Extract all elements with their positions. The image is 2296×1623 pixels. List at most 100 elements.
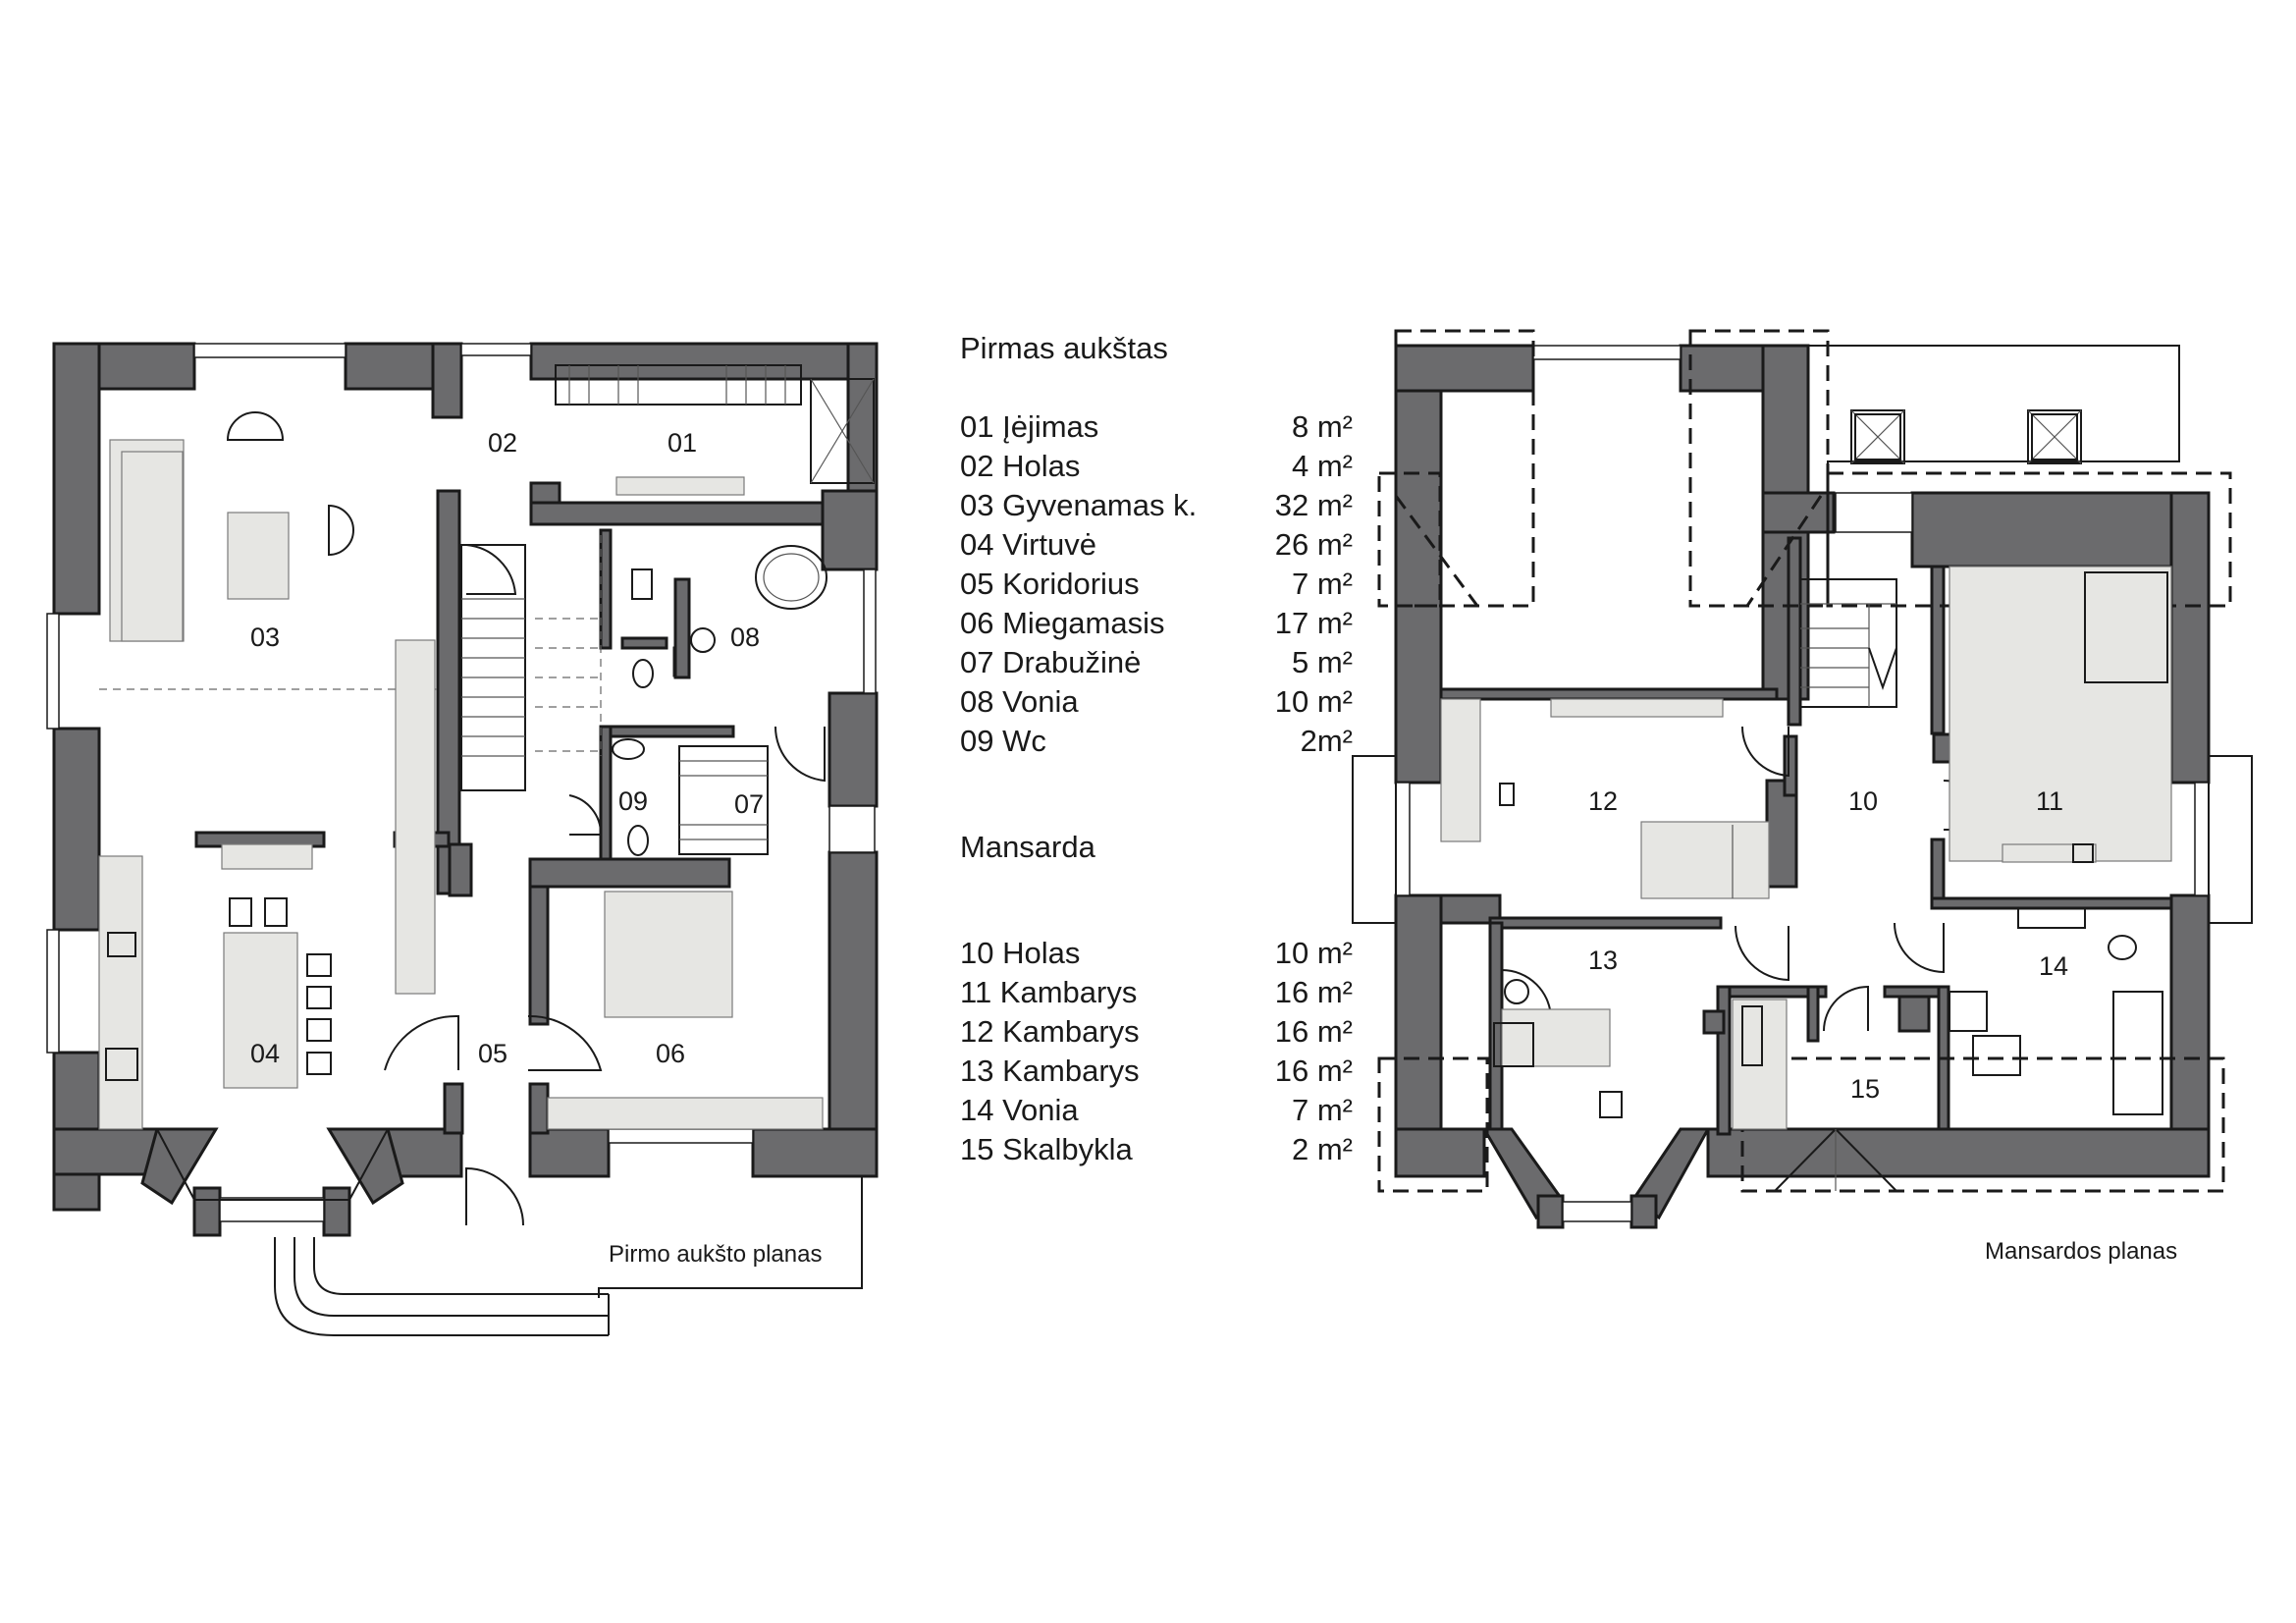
- room-area: 16 m²: [1274, 975, 1353, 1009]
- list-item: 05 Koridorius 7 m²: [960, 565, 1353, 604]
- room-label: 05 Koridorius: [960, 567, 1140, 601]
- room-area: 7 m²: [1292, 1093, 1353, 1127]
- room-label: 09 Wc: [960, 724, 1046, 758]
- room-number: 04: [250, 1039, 280, 1068]
- room-number: 12: [1588, 786, 1618, 816]
- list-item: 12 Kambarys 16 m²: [960, 1012, 1353, 1052]
- list-item: 02 Holas 4 m²: [960, 447, 1353, 486]
- room-number: 02: [488, 428, 517, 458]
- attic-plan: 10 11 12 13 14 15 Mansardos planas: [1352, 329, 2253, 1265]
- attic-legend-heading: Mansarda: [960, 830, 1095, 864]
- room-number: 06: [656, 1039, 685, 1068]
- door-swing: [1894, 922, 1945, 974]
- room-label: 10 Holas: [960, 936, 1081, 970]
- list-item: 10 Holas 10 m²: [960, 934, 1353, 973]
- room-number: 15: [1850, 1074, 1880, 1104]
- room-number: 13: [1588, 946, 1618, 975]
- room-label: 02 Holas: [960, 449, 1081, 483]
- list-item: 07 Drabužinė 5 m²: [960, 643, 1353, 682]
- floor1-room-list: 01 Įėjimas 8 m² 02 Holas 4 m² 03 Gyvenamas…: [960, 407, 1353, 761]
- room-legend: Pirmas aukštas 01 Įėjimas 8 m² 02 Holas 4 …: [960, 329, 1353, 1169]
- room-label: 08 Vonia: [960, 684, 1079, 719]
- room-area: 26 m²: [1274, 527, 1353, 562]
- balcony: [1352, 755, 1397, 924]
- balcony: [2208, 755, 2253, 924]
- room-area: 7 m²: [1292, 567, 1353, 601]
- furniture: [98, 364, 875, 1130]
- door-swing: [384, 1014, 459, 1071]
- stairs: [460, 535, 602, 791]
- room-number: 01: [667, 428, 697, 458]
- room-area: 16 m²: [1274, 1054, 1353, 1088]
- room-area: 16 m²: [1274, 1014, 1353, 1049]
- window: [1532, 345, 1682, 360]
- floor1-caption: Pirmo aukšto planas: [609, 1241, 822, 1268]
- window: [863, 568, 877, 694]
- room-area: 8 m²: [1292, 409, 1353, 444]
- window: [2194, 782, 2210, 896]
- list-item: 08 Vonia 10 m²: [960, 682, 1353, 722]
- bay-window: [1481, 1127, 1711, 1229]
- floor1-legend-heading: Pirmas aukštas: [960, 331, 1168, 365]
- room-area: 4 m²: [1292, 449, 1353, 483]
- list-item: 14 Vonia 7 m²: [960, 1091, 1353, 1130]
- window: [1395, 782, 1411, 896]
- room-number: 10: [1848, 786, 1878, 816]
- list-item: 09 Wc 2m²: [960, 722, 1353, 761]
- window: [193, 343, 347, 358]
- room-area: 17 m²: [1274, 606, 1353, 640]
- bay-window: [140, 1127, 404, 1237]
- door-swing: [465, 1166, 524, 1226]
- window: [608, 1128, 754, 1144]
- room-label: 06 Miegamasis: [960, 606, 1165, 640]
- list-item: 03 Gyvenamas k. 32 m²: [960, 486, 1353, 525]
- room-number: 05: [478, 1039, 507, 1068]
- window: [46, 929, 60, 1054]
- room-label: 07 Drabužinė: [960, 645, 1142, 679]
- door-swing: [1735, 925, 1789, 982]
- room-number: 11: [2036, 786, 2063, 816]
- room-area: 5 m²: [1292, 645, 1353, 679]
- floor1-walls: [52, 342, 879, 1212]
- room-label: 03 Gyvenamas k.: [960, 488, 1198, 522]
- door-swing: [465, 544, 517, 595]
- window: [460, 343, 532, 356]
- room-label: 01 Įėjimas: [960, 409, 1099, 444]
- room-label: 15 Skalbykla: [960, 1132, 1133, 1166]
- room-area: 2 m²: [1292, 1132, 1353, 1166]
- room-area: 32 m²: [1274, 488, 1353, 522]
- room-number: 14: [2039, 951, 2068, 981]
- room-number: 03: [250, 622, 280, 652]
- room-label: 04 Virtuvė: [960, 527, 1097, 562]
- room-label: 14 Vonia: [960, 1093, 1079, 1127]
- room-label: 13 Kambarys: [960, 1054, 1140, 1088]
- list-item: 04 Virtuvė 26 m²: [960, 525, 1353, 565]
- furniture: [1440, 566, 2172, 1130]
- door-swing: [774, 726, 826, 783]
- room-number: 07: [734, 789, 764, 819]
- room-area: 2m²: [1300, 724, 1353, 758]
- door-swing: [1740, 726, 1789, 778]
- window: [46, 613, 60, 730]
- list-item: 15 Skalbykla 2 m²: [960, 1130, 1353, 1169]
- door-swing: [1823, 985, 1869, 1032]
- list-item: 13 Kambarys 16 m²: [960, 1052, 1353, 1091]
- list-item: 01 Įėjimas 8 m²: [960, 407, 1353, 447]
- window: [828, 805, 876, 853]
- room-label: 12 Kambarys: [960, 1014, 1140, 1049]
- door-swing: [527, 1014, 603, 1071]
- room-area: 10 m²: [1274, 936, 1353, 970]
- room-area: 10 m²: [1274, 684, 1353, 719]
- room-number: 08: [730, 622, 760, 652]
- entrance-steps: [274, 1176, 863, 1336]
- door-swing: [568, 794, 603, 836]
- stairs: [1799, 578, 1897, 708]
- room-label: 11 Kambarys: [960, 975, 1138, 1009]
- window: [1835, 492, 1913, 533]
- room-number: 09: [618, 786, 648, 816]
- list-item: 06 Miegamasis 17 m²: [960, 604, 1353, 643]
- list-item: 11 Kambarys 16 m²: [960, 973, 1353, 1012]
- floor1-plan: 01 02 03 04 05 06 07 08 09 Pirmo aukšto …: [46, 342, 879, 1336]
- attic-caption: Mansardos planas: [1985, 1238, 2177, 1265]
- attic-room-list: 10 Holas 10 m² 11 Kambarys 16 m² 12 Kambar…: [960, 934, 1353, 1169]
